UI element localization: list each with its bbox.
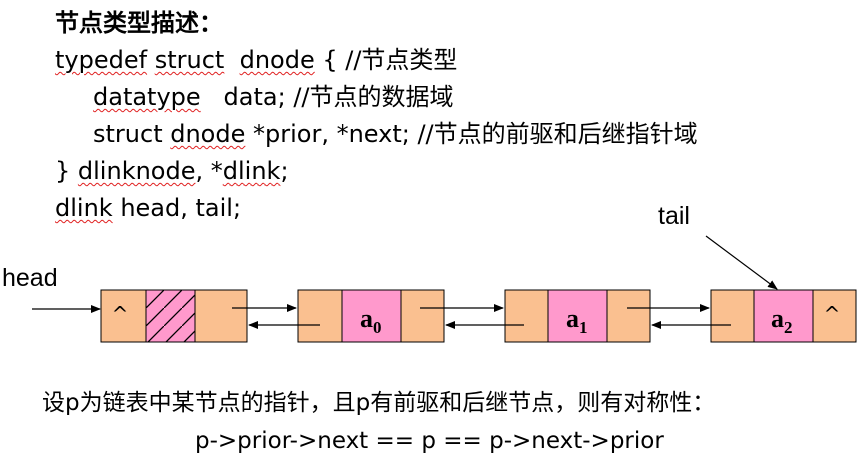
- prior-field: [100, 289, 147, 343]
- null-pointer-symbol: ^: [112, 302, 129, 326]
- code-token: { //节点类型: [314, 46, 458, 74]
- code-line-data: datatype data; //节点的数据域: [93, 82, 454, 112]
- code-token: dlink: [55, 194, 113, 222]
- tail-pointer-arrow: [705, 235, 778, 290]
- code-token: dnode: [170, 120, 246, 148]
- code-token: datatype: [93, 83, 201, 111]
- next-field: [400, 289, 445, 343]
- code-token: ;: [280, 157, 289, 185]
- next-field: [812, 289, 857, 343]
- prior-field: [297, 289, 343, 343]
- symmetry-note: 设p为链表中某节点的指针，且p有前驱和后继节点，则有对称性：: [42, 390, 716, 416]
- tail-label: tail: [658, 202, 690, 230]
- code-token: struct: [154, 46, 225, 74]
- node-a1: a1: [504, 289, 651, 343]
- data-value: a1: [566, 304, 588, 337]
- next-field: [194, 289, 248, 343]
- data-field: [341, 289, 402, 343]
- prior-field: [504, 289, 549, 343]
- code-token: data; //节点的数据域: [200, 83, 454, 111]
- null-pointer-symbol: ^: [824, 302, 841, 326]
- code-token: *prior, *next; //节点的前驱和后继指针域: [245, 120, 698, 148]
- code-line-close: } dlinknode, *dlink;: [55, 156, 289, 186]
- code-token: dlink: [222, 157, 281, 185]
- head-node: ^: [100, 289, 248, 343]
- data-field: [547, 289, 608, 343]
- data-value: a2: [771, 304, 793, 337]
- data-value: a0: [360, 304, 382, 337]
- code-line-decl: dlink head, tail;: [55, 193, 241, 223]
- code-token: head, tail;: [112, 194, 242, 222]
- hatched-data-field: [146, 290, 195, 342]
- code-line-pointers: struct dnode *prior, *next; //节点的前驱和后继指针…: [93, 119, 698, 149]
- code-token: dlinknode: [77, 157, 196, 185]
- code-token: , *: [195, 157, 223, 185]
- prior-field: [710, 289, 755, 343]
- code-token: dnode: [239, 46, 315, 74]
- symmetry-formula: p->prior->next == p == p->next->prior: [195, 428, 664, 454]
- next-field: [606, 289, 651, 343]
- node-a0: a0: [297, 289, 445, 343]
- code-token: struct: [93, 120, 171, 148]
- code-token: typedef: [55, 46, 148, 74]
- code-line-typedef: typedef struct dnode { //节点类型: [55, 45, 457, 75]
- node-a2: a2 ^: [710, 289, 857, 343]
- section-title: 节点类型描述：: [55, 9, 223, 37]
- code-token: }: [55, 157, 78, 185]
- head-label: head: [2, 264, 58, 292]
